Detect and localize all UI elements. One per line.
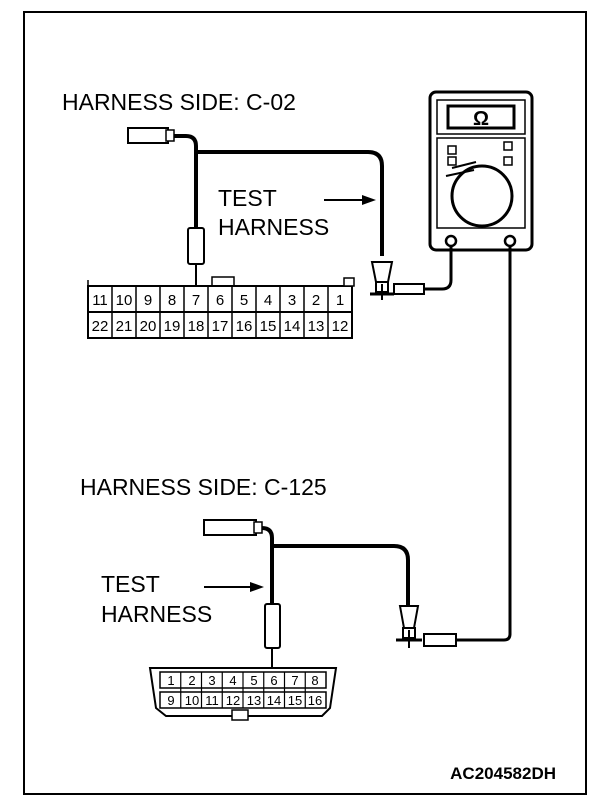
multimeter: Ω: [428, 90, 534, 252]
c125-pin-14: 14: [267, 693, 281, 708]
test-harness-cable-top: [174, 134, 198, 230]
c02-pin-22: 22: [92, 318, 109, 335]
c02-pin-10: 10: [116, 292, 133, 309]
c02-pin-14: 14: [284, 318, 301, 335]
meter-probe-bottom: [423, 633, 486, 647]
c02-pin-13: 13: [308, 318, 325, 335]
alligator-clip-top: [370, 261, 394, 300]
c125-pin-12: 12: [226, 693, 240, 708]
c02-pin-1: 1: [336, 292, 344, 309]
harness-side-label-top: HARNESS SIDE: C-02: [62, 89, 296, 115]
c02-pin-4: 4: [264, 292, 272, 309]
c125-pin-8: 8: [311, 673, 318, 688]
c02-pin-15: 15: [260, 318, 277, 335]
c125-pin-4: 4: [229, 673, 236, 688]
c125-pin-16: 16: [308, 693, 322, 708]
harness-label-top: HARNESS: [218, 214, 329, 240]
test-probe-bottom: [264, 603, 281, 684]
c02-pin-12: 12: [332, 318, 349, 335]
connector-c02: 11 10 9 8 7 6 5 4 3 2 1 22 21 20 19 18 1…: [87, 276, 355, 339]
c02-pin-3: 3: [288, 292, 296, 309]
c125-pin-6: 6: [270, 673, 277, 688]
selector-dial-icon: [450, 164, 514, 228]
c02-pin-20: 20: [140, 318, 157, 335]
test-probe-top: [187, 227, 205, 290]
c02-pin-7: 7: [192, 292, 200, 309]
c125-pin-10: 10: [185, 693, 199, 708]
c02-pin-19: 19: [164, 318, 181, 335]
test-harness-plug-bottom: [203, 519, 263, 536]
test-label-top: TEST: [218, 185, 277, 211]
c02-pin-9: 9: [144, 292, 152, 309]
c125-pin-3: 3: [208, 673, 215, 688]
arrow-top: [324, 195, 376, 205]
c125-pin-11: 11: [205, 693, 219, 708]
c02-pin-5: 5: [240, 292, 248, 309]
c02-pin-6: 6: [216, 292, 224, 309]
figure-code: AC204582DH: [450, 764, 556, 783]
c02-pin-11: 11: [92, 292, 108, 309]
c125-pin-13: 13: [247, 693, 261, 708]
c02-pin-16: 16: [236, 318, 253, 335]
meter-lead-top: [436, 246, 453, 291]
c125-pin-5: 5: [250, 673, 257, 688]
alligator-clip-bottom: [396, 605, 422, 648]
meter-lead-bottom: [486, 246, 512, 642]
lead-cable-top: [196, 150, 384, 256]
meter-probe-top: [393, 283, 436, 295]
ohm-symbol-icon: Ω: [473, 108, 489, 130]
c02-pin-21: 21: [116, 318, 133, 335]
harness-side-label-bottom: HARNESS SIDE: C-125: [80, 474, 327, 500]
harness-label-bottom: HARNESS: [101, 601, 212, 627]
c02-pin-8: 8: [168, 292, 176, 309]
meter-terminal-left: [444, 234, 458, 248]
c02-pin-2: 2: [312, 292, 320, 309]
c125-pin-1: 1: [167, 673, 174, 688]
test-harness-plug-top: [127, 127, 175, 144]
c02-pin-18: 18: [188, 318, 205, 335]
c125-pin-9: 9: [167, 693, 174, 708]
test-label-bottom: TEST: [101, 571, 160, 597]
diagram-frame: [23, 11, 587, 795]
c125-pin-2: 2: [188, 673, 195, 688]
test-harness-cable-bottom: [261, 526, 274, 606]
connector-c125: 1 2 3 4 5 6 7 8 9 10 11 12 13 14 15 16: [148, 667, 338, 721]
c125-pin-15: 15: [288, 693, 302, 708]
meter-terminal-right: [503, 234, 517, 248]
lead-cable-bottom: [272, 544, 410, 606]
c125-pin-7: 7: [291, 673, 298, 688]
arrow-bottom: [204, 582, 264, 592]
c02-pin-17: 17: [212, 318, 229, 335]
